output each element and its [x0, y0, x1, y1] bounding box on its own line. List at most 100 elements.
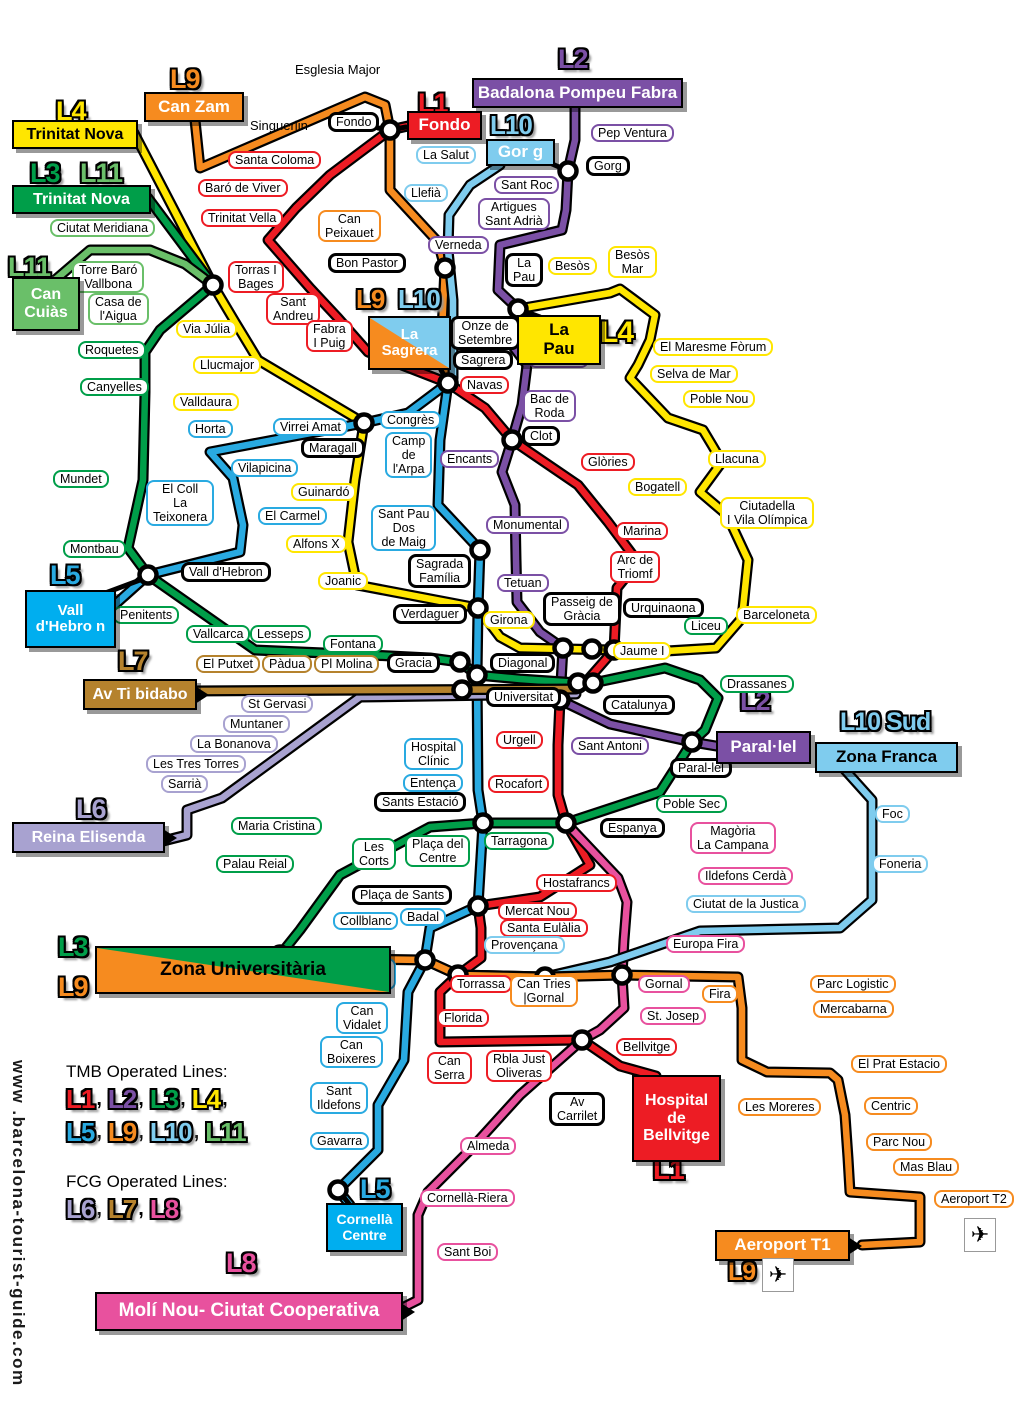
interchange-circle-12	[581, 638, 603, 660]
station-la-bonanova: La Bonanova	[190, 735, 278, 753]
station-santa-coloma: Santa Coloma	[228, 151, 322, 169]
station-llacuna: Llacuna	[708, 450, 766, 468]
station-la-salut: La Salut	[416, 146, 476, 164]
interchange-circle-5	[353, 412, 375, 434]
line-badge-l3-5: L3	[30, 158, 60, 188]
terminal-paral-lel: Paral·lel	[716, 731, 811, 764]
station-tarragona: Tarragona	[484, 832, 555, 850]
interchange-circle-10	[467, 597, 489, 619]
station-sagrera: Sagrera	[453, 350, 514, 370]
terminal-paral-lel-label: Paral·lel	[730, 737, 797, 757]
line-badge-l6-15: L6	[76, 794, 106, 824]
terminal-vall-dhebron: Vall d'Hebro n	[25, 590, 116, 648]
station-mercat-nou: Mercat Nou	[498, 902, 577, 920]
station-mag-ria-la-campana: Magòria La Campana	[690, 822, 776, 854]
station-onze-de-setembre: Onze de Setembre	[450, 316, 521, 350]
station-ciutat-meridiana: Ciutat Meridiana	[50, 219, 156, 237]
station-hostafrancs: Hostafrancs	[536, 874, 617, 892]
station-bes-s: Besòs	[548, 257, 597, 275]
terminal-zona-universitaria-label: Zona Universitària	[160, 958, 326, 980]
station-verneda: Verneda	[428, 236, 489, 254]
interchange-circle-15	[466, 664, 488, 686]
terminal-zona-franca: Zona Franca	[815, 742, 958, 773]
interchange-circle-20	[681, 731, 703, 753]
line-badge-l4-10: L4	[600, 316, 634, 349]
interchange-circle-23	[467, 895, 489, 917]
station-el-coll-la-teixonera: El Coll La Teixonera	[146, 480, 215, 526]
terminal-badalona-pompeu-fabra: Badalona Pompeu Fabra	[472, 78, 683, 108]
terminal-can-zam: Can Zam	[144, 92, 244, 122]
station-sant-roc: Sant Roc	[494, 176, 560, 194]
legend-comma: ,	[138, 1198, 144, 1220]
station-sant-pau-dos-de-maig: Sant Pau Dos de Maig	[371, 505, 437, 551]
station-gavarra: Gavarra	[310, 1132, 370, 1150]
station-arc-de-triomf: Arc de Triomf	[610, 551, 661, 583]
legend-comma: ,	[96, 1121, 102, 1143]
line-badge-l5-19: L5	[360, 1174, 390, 1204]
station-muntaner: Muntaner	[223, 715, 290, 733]
station-sant-andreu: Sant Andreu	[266, 293, 321, 325]
station-ildefons-cerd: Ildefons Cerdà	[698, 867, 794, 885]
station-gracia: Gracia	[387, 653, 440, 673]
station-bogatell: Bogatell	[628, 478, 688, 496]
line-badge-l10-9: L10	[398, 284, 441, 314]
interchange-circle-28	[611, 964, 633, 986]
station-vall-d-hebron: Vall d'Hebron	[181, 562, 271, 582]
station-ciutat-de-la-justica: Ciutat de la Justica	[686, 895, 806, 913]
interchange-circle-3	[434, 257, 456, 279]
station-guinard: Guinardó	[291, 483, 357, 501]
interchange-circle-4	[437, 372, 459, 394]
station-sant-boi: Sant Boi	[437, 1243, 499, 1261]
interchange-circle-8	[469, 539, 491, 561]
station-aeroport-t2: Aeroport T2	[934, 1190, 1014, 1208]
interchange-circle-21	[472, 812, 494, 834]
legend-fcg-title: FCG Operated Lines:	[66, 1172, 228, 1191]
interchange-circle-2	[202, 274, 224, 296]
terminal-fondo-label: Fondo	[418, 115, 471, 135]
station-torrassa: Torrassa	[450, 975, 512, 993]
station-catalunya: Catalunya	[603, 695, 676, 715]
terminal-reina-elisenda-label: Reina Elisenda	[31, 828, 146, 846]
station-rocafort: Rocafort	[488, 775, 550, 793]
station-bac-de-roda: Bac de Roda	[523, 390, 576, 422]
terminal-moli-nou-label: Molí Nou- Ciutat Cooperativa	[118, 1300, 380, 1322]
station-virrei-amat: Virrei Amat	[273, 418, 348, 436]
station-lesseps: Lesseps	[250, 625, 311, 643]
station-santa-eul-lia: Santa Eulàlia	[500, 919, 588, 937]
station-can-peixauet: Can Peixauet	[318, 210, 381, 242]
station-torre-bar-vallbona: Torre Baró Vallbona	[72, 261, 145, 293]
legend-comma: ,	[96, 1088, 102, 1110]
legend-comma: ,	[96, 1198, 102, 1220]
station-proven-ana: Provençana	[484, 936, 565, 954]
station-p-dua: Pàdua	[262, 655, 313, 673]
line-badge-l2-2: L2	[558, 44, 588, 74]
station-roquetes: Roquetes	[78, 341, 146, 359]
station-selva-de-mar: Selva de Mar	[650, 365, 738, 383]
station-el-maresme-f-rum: El Maresme Fòrum	[653, 338, 774, 356]
station-girona: Girona	[483, 611, 535, 629]
station-llefi: Llefià	[404, 184, 448, 202]
terminal-fondo: Fondo	[407, 111, 482, 140]
station-sagrada-fam-lia: Sagrada Família	[408, 554, 472, 588]
station-gl-ries: Glòries	[581, 453, 635, 471]
station-pla-a-de-sants: Plaça de Sants	[352, 885, 453, 905]
station-hospital-cl-nic: Hospital Clínic	[404, 738, 464, 770]
legend-badge-l4: L4	[191, 1084, 221, 1114]
station-jaume-i: Jaume I	[613, 642, 672, 660]
line-badge-l10-4: L10	[490, 110, 533, 140]
station-mas-blau: Mas Blau	[893, 1158, 960, 1176]
legend-badge-l2: L2	[107, 1084, 137, 1114]
plain-label-esglesia-major: Esglesia Major	[295, 62, 381, 77]
terminal-la-pau: La Pau	[517, 315, 601, 365]
station-gornal: Gornal	[638, 975, 690, 993]
station-maria-cristina: Maria Cristina	[231, 817, 323, 835]
legend-badge-l6: L6	[66, 1194, 95, 1224]
station-el-carmel: El Carmel	[258, 507, 327, 525]
station-sant-ildefons: Sant Ildefons	[310, 1082, 368, 1114]
website-url: www .barcelona-tourist-guide.com	[9, 1060, 28, 1387]
terminal-zona-franca-label: Zona Franca	[835, 747, 938, 767]
legend-badge-l10: L10	[149, 1117, 193, 1147]
station-el-putxet: El Putxet	[196, 655, 261, 673]
station-via-j-lia: Via Júlia	[176, 320, 238, 338]
